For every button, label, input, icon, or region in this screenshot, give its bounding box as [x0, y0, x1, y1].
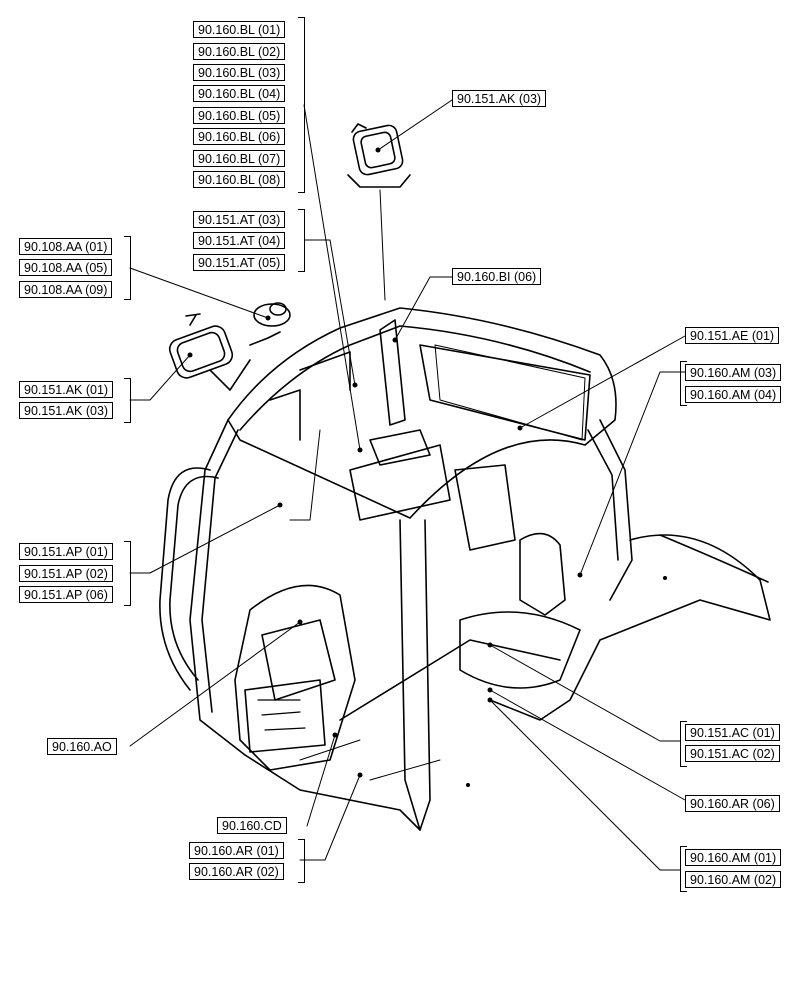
callout-bracket — [298, 839, 305, 883]
callout-label[interactable]: 90.151.AC (02) — [685, 745, 780, 762]
cab-front-pillar — [399, 519, 431, 831]
mirror-left — [168, 313, 234, 379]
cab-handrail — [159, 467, 211, 691]
callout-bracket — [680, 846, 687, 892]
callout-label[interactable]: 90.160.AO — [47, 738, 117, 755]
callout-bracket — [124, 541, 131, 606]
callout-label[interactable]: 90.160.AM (01) — [685, 849, 782, 866]
callout-label[interactable]: 90.108.AA (01) — [19, 238, 113, 255]
speaker — [253, 302, 291, 327]
callout-label[interactable]: 90.160.BI (06) — [452, 268, 542, 285]
callout-label[interactable]: 90.151.AT (03) — [193, 211, 286, 228]
callout-label[interactable]: 90.160.AM (02) — [685, 871, 782, 888]
callout-label[interactable]: 90.151.AE (01) — [685, 327, 780, 344]
callout-label[interactable]: 90.151.AK (03) — [19, 402, 114, 419]
callout-label[interactable]: 90.151.AT (05) — [193, 254, 286, 271]
callout-label[interactable]: 90.151.AP (02) — [19, 565, 113, 582]
callout-label[interactable]: 90.160.BL (01) — [193, 21, 286, 38]
callout-label[interactable]: 90.160.BL (08) — [193, 171, 286, 188]
callout-label[interactable]: 90.160.BL (07) — [193, 150, 286, 167]
callout-label[interactable]: 90.160.BL (03) — [193, 64, 286, 81]
callout-label[interactable]: 90.160.AR (01) — [189, 842, 284, 859]
callout-label[interactable]: 90.151.AK (03) — [452, 90, 547, 107]
callout-label[interactable]: 90.151.AK (01) — [19, 381, 114, 398]
callout-label[interactable]: 90.160.AR (06) — [685, 795, 780, 812]
callout-label[interactable]: 90.160.AR (02) — [189, 863, 284, 880]
callout-label[interactable]: 90.160.BL (06) — [193, 128, 286, 145]
callout-label[interactable]: 90.151.AP (06) — [19, 586, 113, 603]
callout-label[interactable]: 90.108.AA (09) — [19, 281, 113, 298]
rear-fender — [489, 534, 771, 721]
callout-label[interactable]: 90.151.AP (01) — [19, 543, 113, 560]
cab-roof — [227, 307, 617, 519]
callout-label[interactable]: 90.108.AA (05) — [19, 259, 113, 276]
callout-label[interactable]: 90.151.AC (01) — [685, 724, 780, 741]
callout-label[interactable]: 90.160.CD — [217, 817, 287, 834]
callout-label[interactable]: 90.151.AT (04) — [193, 232, 286, 249]
callout-bracket — [680, 721, 687, 767]
mirror-top — [351, 123, 404, 176]
callout-label[interactable]: 90.160.AM (04) — [685, 386, 782, 403]
callout-bracket — [298, 17, 305, 193]
leader-lines — [129, 97, 686, 871]
callout-label[interactable]: 90.160.BL (04) — [193, 85, 286, 102]
steering-console — [234, 584, 356, 771]
callout-bracket — [298, 209, 305, 272]
cab-left-pillar — [189, 419, 246, 756]
callout-label[interactable]: 90.160.BL (05) — [193, 107, 286, 124]
callout-bracket — [124, 378, 131, 423]
callout-bracket — [124, 236, 131, 300]
callout-bracket — [680, 361, 687, 406]
callout-label[interactable]: 90.160.AM (03) — [685, 364, 782, 381]
callout-label[interactable]: 90.160.BL (02) — [193, 43, 286, 60]
operator-seat — [519, 532, 566, 616]
